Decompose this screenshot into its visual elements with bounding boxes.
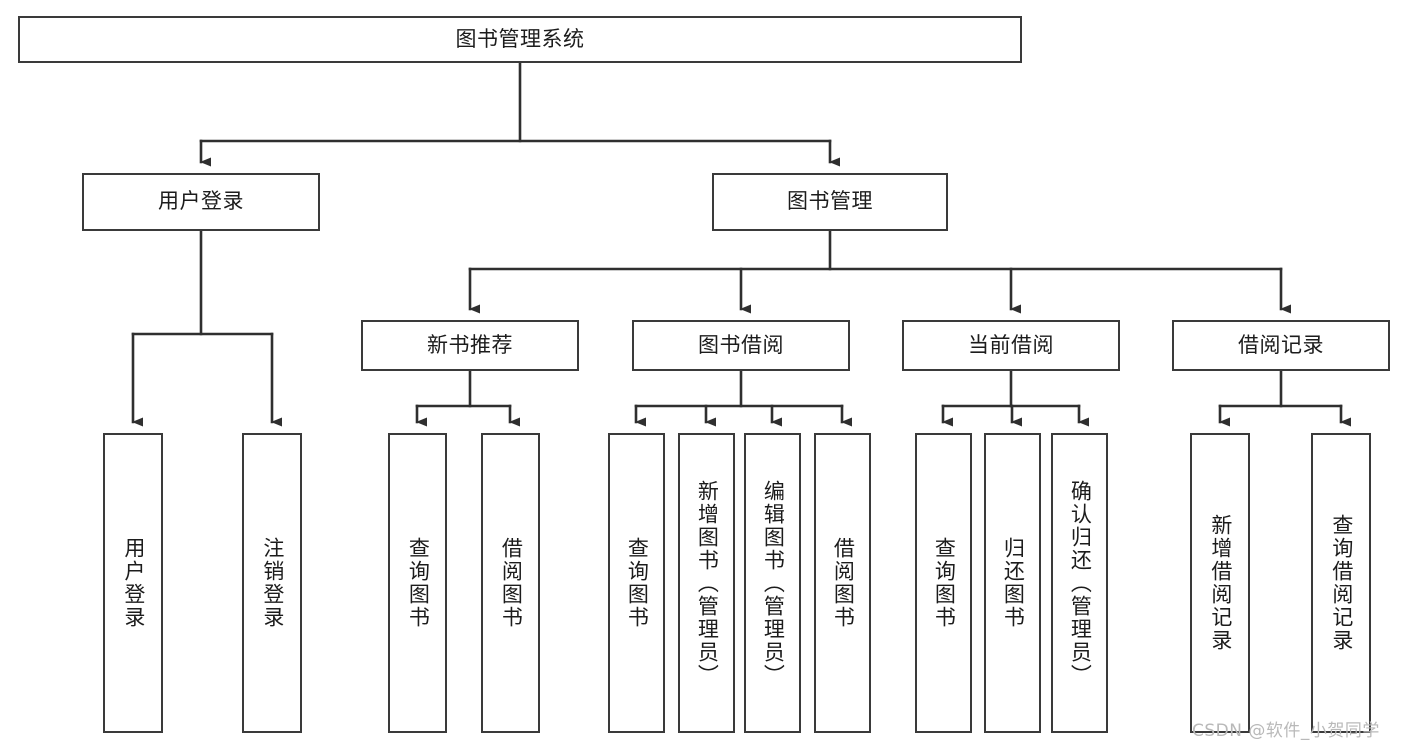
- node-leaf-10-label: 确认归还（管理员）: [1068, 479, 1093, 687]
- node-root-label: 图书管理系统: [455, 26, 585, 51]
- node-leaf-7[interactable]: 借阅图书: [814, 433, 871, 733]
- node-leaf-12-label: 查询借阅记录: [1329, 514, 1354, 652]
- node-leaf-8-label: 查询图书: [932, 537, 957, 629]
- node-leaf-1[interactable]: 注销登录: [242, 433, 302, 733]
- node-level3-3-label: 借阅记录: [1238, 332, 1324, 357]
- node-leaf-0-label: 用户登录: [121, 537, 146, 629]
- node-level3-0-label: 新书推荐: [427, 332, 513, 357]
- node-leaf-3-label: 借阅图书: [499, 537, 524, 629]
- node-leaf-6-label: 编辑图书（管理员）: [761, 479, 786, 687]
- csdn-watermark: CSDN @软件_小贺同学: [1192, 721, 1380, 741]
- node-level3-3[interactable]: 借阅记录: [1172, 320, 1390, 371]
- node-leaf-4-label: 查询图书: [625, 537, 650, 629]
- node-leaf-12[interactable]: 查询借阅记录: [1311, 433, 1371, 733]
- node-leaf-7-label: 借阅图书: [831, 537, 856, 629]
- node-leaf-8[interactable]: 查询图书: [915, 433, 972, 733]
- node-level2-1-label: 图书管理: [787, 189, 873, 214]
- node-leaf-11-label: 新增借阅记录: [1208, 514, 1233, 652]
- node-root-book-management-system[interactable]: 图书管理系统: [18, 16, 1022, 63]
- node-level3-1[interactable]: 图书借阅: [632, 320, 850, 371]
- node-leaf-9[interactable]: 归还图书: [984, 433, 1041, 733]
- node-leaf-5[interactable]: 新增图书（管理员）: [678, 433, 735, 733]
- node-leaf-10[interactable]: 确认归还（管理员）: [1051, 433, 1108, 733]
- node-leaf-2-label: 查询图书: [406, 537, 431, 629]
- node-level2-0[interactable]: 用户登录: [82, 173, 320, 231]
- node-leaf-5-label: 新增图书（管理员）: [695, 479, 720, 687]
- node-level3-2[interactable]: 当前借阅: [902, 320, 1120, 371]
- node-level2-0-label: 用户登录: [158, 189, 244, 214]
- node-leaf-6[interactable]: 编辑图书（管理员）: [744, 433, 801, 733]
- node-leaf-3[interactable]: 借阅图书: [481, 433, 540, 733]
- node-leaf-11[interactable]: 新增借阅记录: [1190, 433, 1250, 733]
- node-level3-0[interactable]: 新书推荐: [361, 320, 579, 371]
- node-leaf-0[interactable]: 用户登录: [103, 433, 163, 733]
- node-leaf-9-label: 归还图书: [1001, 537, 1026, 629]
- node-level3-2-label: 当前借阅: [968, 332, 1054, 357]
- node-leaf-2[interactable]: 查询图书: [388, 433, 447, 733]
- node-leaf-1-label: 注销登录: [260, 537, 285, 629]
- node-leaf-4[interactable]: 查询图书: [608, 433, 665, 733]
- node-level2-1[interactable]: 图书管理: [712, 173, 948, 231]
- node-level3-1-label: 图书借阅: [698, 332, 784, 357]
